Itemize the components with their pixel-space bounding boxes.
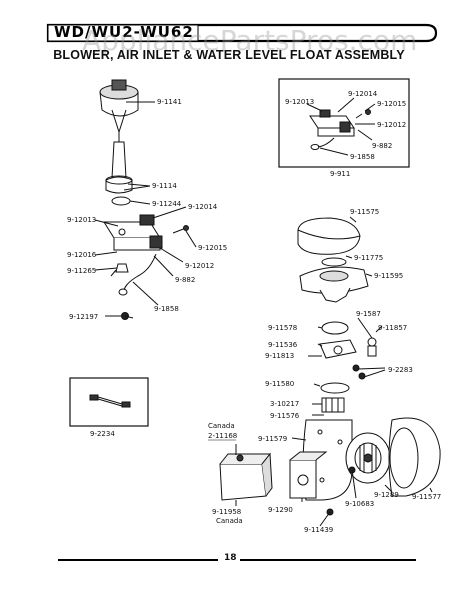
part-label: 2-11168 xyxy=(208,432,237,440)
blower-housing-part xyxy=(388,417,441,497)
clamp-2283-part xyxy=(352,364,366,380)
part-label: 9-11265 xyxy=(67,267,96,275)
footer-rule-right xyxy=(240,559,416,561)
part-label: 9-12013 xyxy=(285,98,314,106)
page-title: BLOWER, AIR INLET & WATER LEVEL FLOAT AS… xyxy=(53,48,405,62)
part-label: 9-11439 xyxy=(304,526,333,534)
watermark: AppliancePartsPros.com xyxy=(82,24,418,57)
inset-frame xyxy=(278,78,410,168)
part-label: 9-12015 xyxy=(377,100,406,108)
fitting-11857-part xyxy=(367,337,377,357)
part-label: 9-1858 xyxy=(154,305,179,313)
part-label: 9-882 xyxy=(175,276,195,284)
part-label: 9-12197 xyxy=(69,313,98,321)
part-label: 9-1587 xyxy=(356,310,381,318)
part-label: 9-11578 xyxy=(268,324,297,332)
hose-connector-part xyxy=(321,397,345,413)
part-label: 9-12014 xyxy=(188,203,218,211)
part-label: 9-11577 xyxy=(412,493,441,501)
part-label: 9-1114 xyxy=(152,182,177,190)
screw-11439-part xyxy=(319,508,334,527)
banner-frame xyxy=(46,23,438,43)
inset-switch-part xyxy=(309,109,371,150)
elbow-part xyxy=(319,339,357,359)
motor-part xyxy=(289,451,328,499)
part-label: Canada xyxy=(208,422,235,430)
part-label: 9-11575 xyxy=(350,208,379,216)
part-label: 3-10217 xyxy=(270,400,299,408)
part-label: 9-11536 xyxy=(268,341,298,349)
wire-harness-part xyxy=(89,394,131,408)
part-label: 9-11595 xyxy=(374,272,403,280)
part-label: 9-12012 xyxy=(377,121,406,129)
canada-capacitor-part xyxy=(219,452,273,501)
part-label: 9-2234 xyxy=(90,430,115,438)
page-number: 18 xyxy=(224,553,237,563)
inlet-cover-part xyxy=(297,217,361,255)
part-label: 9-1289 xyxy=(374,491,399,499)
float-stem-part xyxy=(105,141,133,194)
model-banner: WD/WU2-WU62 AppliancePartsPros.com xyxy=(46,22,438,57)
part-label: 9-2283 xyxy=(388,366,413,374)
part-label: 9-11579 xyxy=(258,435,287,443)
o-ring-11580-part xyxy=(320,382,350,394)
part-label: 9-1141 xyxy=(157,98,182,106)
harness-frame xyxy=(69,377,149,427)
blower-wheel-part xyxy=(345,432,391,484)
part-label: 9-12014 xyxy=(348,90,378,98)
part-label: 9-12016 xyxy=(67,251,97,259)
part-label: 9-1290 xyxy=(268,506,293,514)
footer-rule-left xyxy=(58,559,218,561)
gasket-part xyxy=(321,257,347,267)
part-label: 9-11775 xyxy=(354,254,383,262)
part-label: 9-12012 xyxy=(185,262,214,270)
o-ring-part xyxy=(111,196,131,206)
screw-12197-part xyxy=(121,312,134,320)
o-ring-11578-part xyxy=(321,321,349,335)
air-inlet-housing-part xyxy=(299,266,369,303)
part-label: Canada xyxy=(216,517,243,525)
part-label: 9-911 xyxy=(330,170,350,178)
part-label: 9-11244 xyxy=(152,200,182,208)
part-label: 9-11580 xyxy=(265,380,294,388)
float-cap-part xyxy=(99,79,139,134)
part-label: 9-12015 xyxy=(198,244,227,252)
part-label: 9-11857 xyxy=(378,324,407,332)
part-label: 9-11576 xyxy=(270,412,300,420)
part-label: 9-11813 xyxy=(265,352,294,360)
model-code: WD/WU2-WU62 xyxy=(54,23,194,41)
part-label: 9-882 xyxy=(372,142,392,150)
part-label: 9-12013 xyxy=(67,216,96,224)
part-label: 9-1858 xyxy=(350,153,375,161)
part-label: 9-10683 xyxy=(345,500,374,508)
screw-10683-part xyxy=(348,466,357,499)
part-label: 9-11958 xyxy=(212,508,241,516)
